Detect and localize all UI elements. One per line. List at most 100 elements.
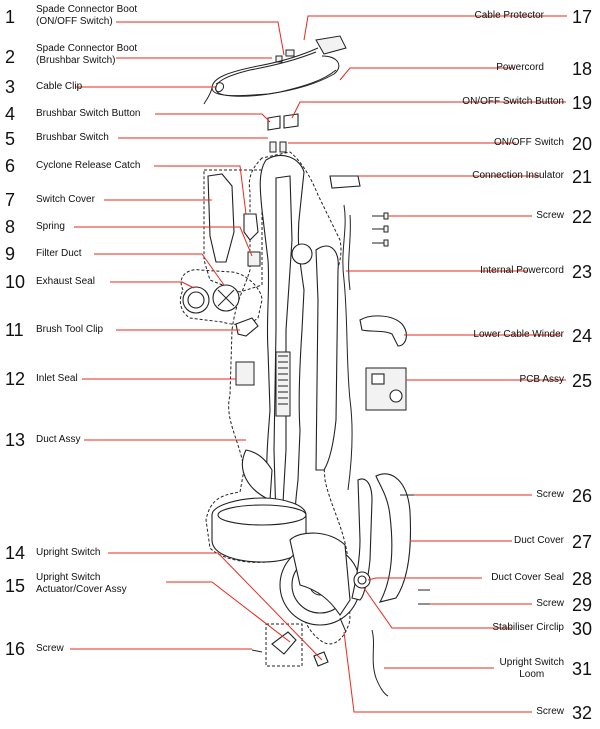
internal-powercord-2 [348,214,351,291]
connection-insulator [329,175,361,189]
lower-cable-winder [359,315,407,347]
part-number-22: 22 [572,207,593,227]
part-label-spade-connector-boot-brushbar: Spade Connector Boot (Brushbar Switch) [36,43,138,66]
part-label-upright-switch-loom: Upright Switch Loom [499,657,564,680]
brushbar-switch-button [267,115,281,131]
part-number-17: 17 [572,7,593,27]
part-label-screw-32: Screw [536,706,564,717]
part-label-cable-protector: Cable Protector [474,10,544,21]
part-label-screw-26: Screw [536,489,564,500]
upright-switch-actuator [271,631,297,655]
part-number-28: 28 [572,569,593,589]
part-label-exhaust-seal: Exhaust Seal [36,276,95,287]
spade-connector-boot-1 [285,49,295,57]
part-label-brushbar-switch: Brushbar Switch [36,132,109,143]
part-label-duct-cover-seal: Duct Cover Seal [491,572,564,583]
upright-switch-loom [371,629,389,697]
part-number-31: 31 [572,659,593,679]
part-label-cable-clip: Cable Clip [36,81,83,92]
on-off-switch [279,141,287,153]
part-number-12: 12 [5,369,26,389]
part-number-3: 3 [5,77,16,97]
part-label-lower-cable-winder: Lower Cable Winder [473,329,564,340]
filter-duct-cross [217,289,235,307]
part-number-15: 15 [5,576,26,596]
part-number-18: 18 [572,59,593,79]
part-number-8: 8 [5,217,16,237]
screw-32 [339,617,347,633]
part-number-10: 10 [5,272,26,292]
part-label-connection-insulator: Connection Insulator [472,170,564,181]
cyclone-base-rim [217,504,307,526]
leader-lines [70,15,567,713]
part-number-1: 1 [5,7,16,27]
part-number-9: 9 [5,244,16,264]
actuator-box [265,623,303,667]
part-number-4: 4 [5,104,16,124]
part-label-screw-22: Screw [536,210,564,221]
duct-comb [275,351,291,417]
part-number-23: 23 [572,262,593,282]
part-number-32: 32 [572,703,593,723]
part-number-26: 26 [572,486,593,506]
internal-powercord [342,204,353,491]
part-label-screw-29: Screw [536,598,564,609]
part-number-30: 30 [572,619,593,639]
exhaust-seal-inner [187,291,205,309]
spade-connector-boot-2 [275,55,283,63]
part-label-switch-cover: Switch Cover [36,194,95,205]
part-label-cyclone-release-catch: Cyclone Release Catch [36,160,141,171]
exhaust-seal-outline [179,269,263,325]
part-label-upright-switch-actuator: Upright Switch Actuator/Cover Assy [36,572,127,595]
brushbar-switch [269,141,277,153]
cyclone-release-catch [243,213,259,241]
stabiliser-circlip-inner [357,575,367,585]
brush-tool-clip [235,317,259,337]
part-number-27: 27 [572,532,593,552]
part-label-stabiliser-circlip: Stabiliser Circlip [492,622,564,633]
part-label-on-off-switch: ON/OFF Switch [493,137,564,148]
part-number-25: 25 [572,371,593,391]
part-number-5: 5 [5,129,16,149]
part-label-inlet-seal: Inlet Seal [36,373,78,384]
cable-protector [315,35,347,55]
part-number-13: 13 [5,430,26,450]
part-label-screw-16: Screw [36,643,64,654]
part-number-2: 2 [5,47,16,67]
part-label-spade-connector-boot-on-off: Spade Connector Boot (ON/OFF Switch) [36,4,138,27]
part-label-internal-powercord: Internal Powercord [480,265,564,276]
part-label-spring: Spring [36,221,65,232]
part-number-11: 11 [5,320,24,340]
part-number-16: 16 [5,639,26,659]
part-number-24: 24 [572,326,593,346]
part-label-powercord: Powercord [496,62,544,73]
part-number-29: 29 [572,595,593,615]
screw-16 [251,649,263,653]
part-number-7: 7 [5,190,16,210]
pcb-chip [371,373,385,385]
inlet-seal [235,361,255,386]
part-label-upright-switch: Upright Switch [36,547,101,558]
rear-housing-arm [289,532,351,616]
part-number-6: 6 [5,156,16,176]
part-number-21: 21 [572,167,593,187]
duct-inner-channel [273,175,293,521]
part-label-pcb-assy: PCB Assy [519,374,564,385]
part-label-duct-assy: Duct Assy [36,434,81,445]
cable-clip [215,82,225,93]
duct-cover [375,473,412,603]
part-number-19: 19 [572,93,593,113]
pcb-component [389,389,403,403]
rear-spine [315,245,339,471]
part-label-brushbar-switch-button: Brushbar Switch Button [36,108,141,119]
part-label-on-off-switch-button: ON/OFF Switch Button [462,96,564,107]
on-off-switch-button [283,113,299,129]
part-label-filter-duct: Filter Duct [36,248,82,259]
part-number-20: 20 [572,134,593,154]
screws-22 [372,212,389,247]
spring [247,251,261,267]
cord-port [291,243,313,265]
duct-cover-seal [351,478,373,601]
